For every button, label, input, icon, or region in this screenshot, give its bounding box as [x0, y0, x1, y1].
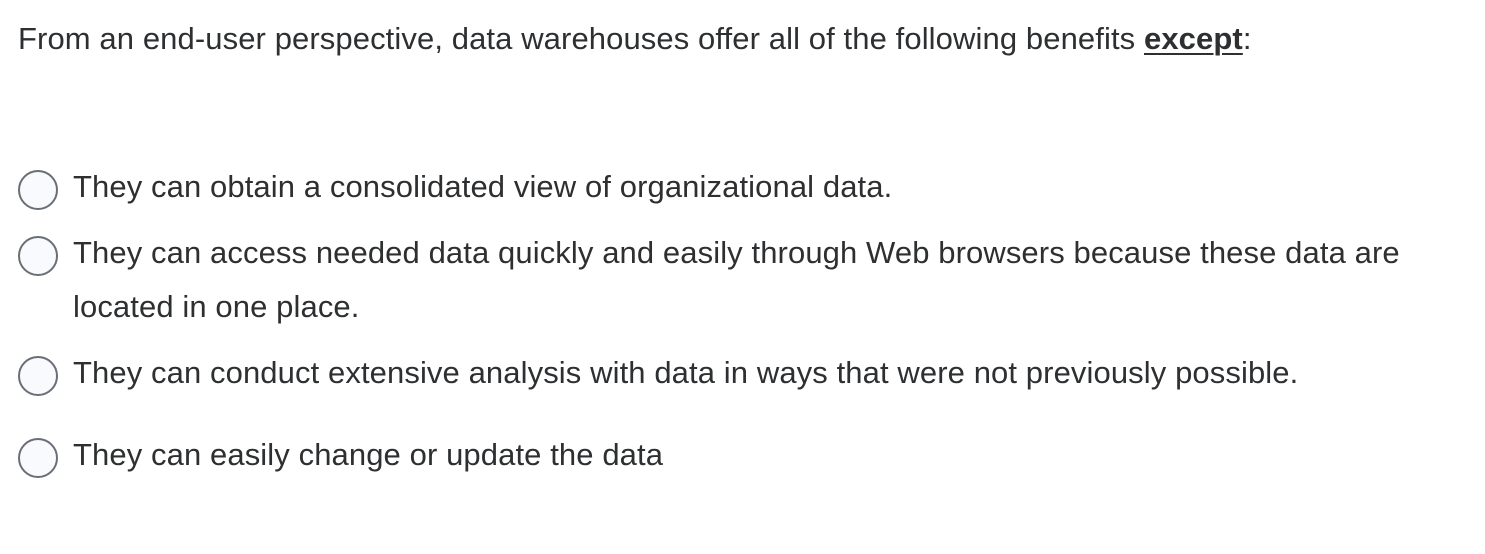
question-stem-lead: From an end-user perspective, data wareh… — [18, 21, 1144, 56]
answer-option-c-label[interactable]: They can conduct extensive analysis with… — [73, 355, 1299, 390]
question-stem-trail: : — [1242, 21, 1252, 56]
answer-list-spacer — [0, 412, 1485, 428]
radio-unchecked-icon[interactable] — [18, 236, 58, 276]
answer-option-d-label[interactable]: They can easily change or update the dat… — [73, 437, 664, 472]
answer-option-a[interactable]: They can obtain a consolidated view of o… — [0, 160, 1485, 214]
answer-option-d[interactable]: They can easily change or update the dat… — [0, 428, 1485, 482]
question-stem: From an end-user perspective, data wareh… — [18, 12, 1438, 66]
answer-option-b[interactable]: They can access needed data quickly and … — [0, 226, 1485, 334]
question-stem-emphasis: except — [1143, 21, 1243, 56]
radio-unchecked-icon[interactable] — [18, 356, 58, 396]
answer-option-a-label[interactable]: They can obtain a consolidated view of o… — [73, 169, 893, 204]
answer-option-c[interactable]: They can conduct extensive analysis with… — [0, 346, 1485, 400]
radio-unchecked-icon[interactable] — [18, 438, 58, 478]
answer-options-list: They can obtain a consolidated view of o… — [0, 160, 1485, 482]
radio-unchecked-icon[interactable] — [18, 170, 58, 210]
answer-option-b-label[interactable]: They can access needed data quickly and … — [73, 235, 1400, 324]
